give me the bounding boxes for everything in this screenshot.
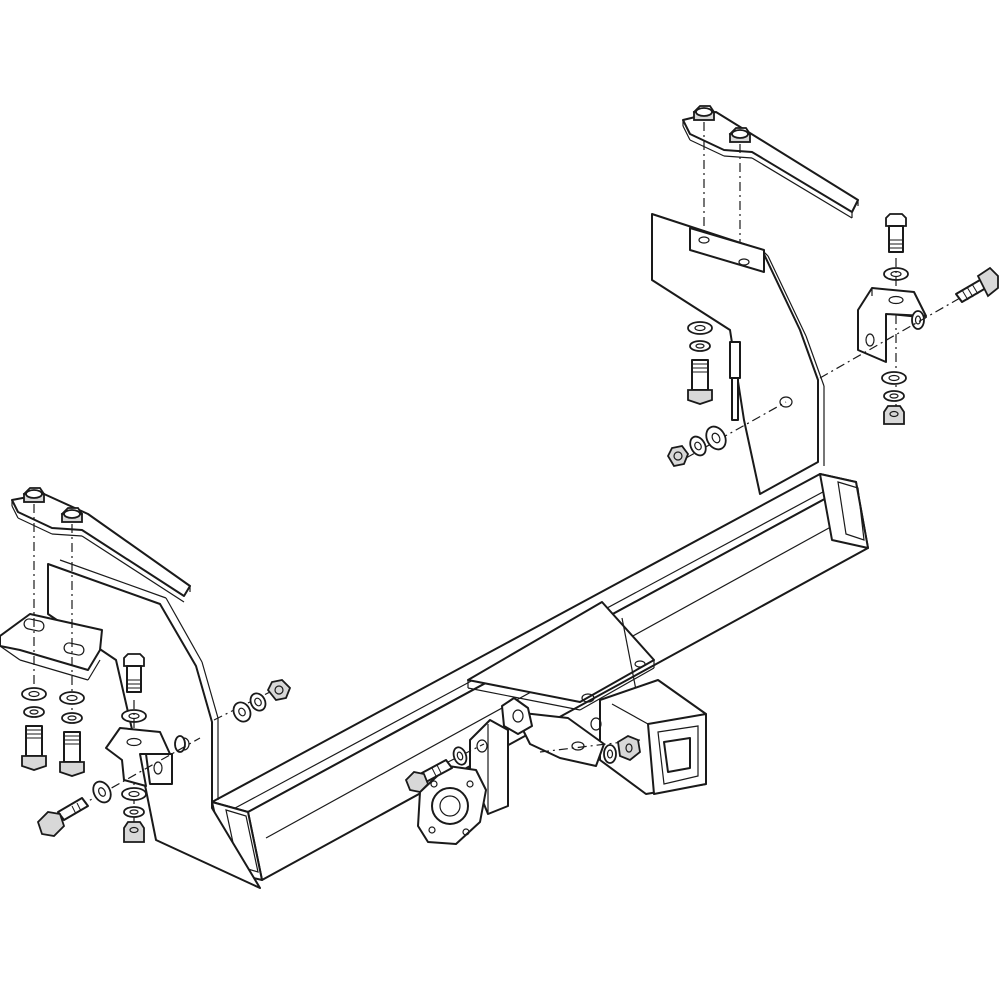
right-bottom-washer xyxy=(881,371,907,385)
socket-bolt xyxy=(404,759,453,793)
right-inner-bolt xyxy=(687,359,713,405)
left-clamp-strap xyxy=(11,493,191,603)
left-side-washer-b xyxy=(249,692,267,712)
right-angle-axis-side xyxy=(819,297,961,379)
left-washer-d xyxy=(61,712,83,724)
receiver-washer xyxy=(603,744,617,764)
left-bottom-washer-b xyxy=(123,806,145,818)
drawbar-plate xyxy=(467,601,655,711)
left-washer-a xyxy=(21,687,47,701)
socket-plate xyxy=(417,765,487,845)
left-strap-nut-a xyxy=(22,487,46,503)
right-clamp-strap xyxy=(682,111,859,219)
right-top-bolt xyxy=(885,213,907,253)
right-bottom-washer-b xyxy=(883,390,905,402)
right-inner-washer-mid xyxy=(689,340,711,352)
right-inner-washer-top xyxy=(687,321,713,335)
left-washer-b xyxy=(23,706,45,718)
left-bolt-b xyxy=(59,731,85,777)
left-strap-nut-b xyxy=(60,507,84,523)
right-bottom-nut xyxy=(883,405,905,425)
right-strap-nut-b xyxy=(728,127,752,143)
left-bottom-washer xyxy=(121,787,147,801)
receiver-tube xyxy=(590,679,707,795)
right-side-bolt xyxy=(955,266,999,303)
left-side-washer xyxy=(92,780,112,804)
left-washer-c xyxy=(59,691,85,705)
left-bolt-a xyxy=(21,725,47,771)
left-side-nut xyxy=(266,679,292,701)
right-strap-nut-a xyxy=(692,105,716,121)
receiver-nut xyxy=(617,734,641,762)
left-side-bolt xyxy=(36,797,89,837)
left-bottom-nut xyxy=(123,821,145,843)
safety-chain-lug xyxy=(501,697,605,767)
right-inner-bolt-b xyxy=(729,341,741,379)
right-side-washer-b xyxy=(689,435,707,457)
socket-washer xyxy=(452,746,468,766)
left-slotted-plate xyxy=(0,613,103,681)
left-angle-bracket xyxy=(105,727,186,787)
right-angle-bracket xyxy=(857,287,927,363)
right-side-nut xyxy=(666,445,690,468)
right-side-washer-a xyxy=(705,425,727,451)
left-mounting-bracket xyxy=(47,559,261,889)
left-top-bolt xyxy=(123,653,145,693)
left-side-washer-a xyxy=(232,701,252,723)
